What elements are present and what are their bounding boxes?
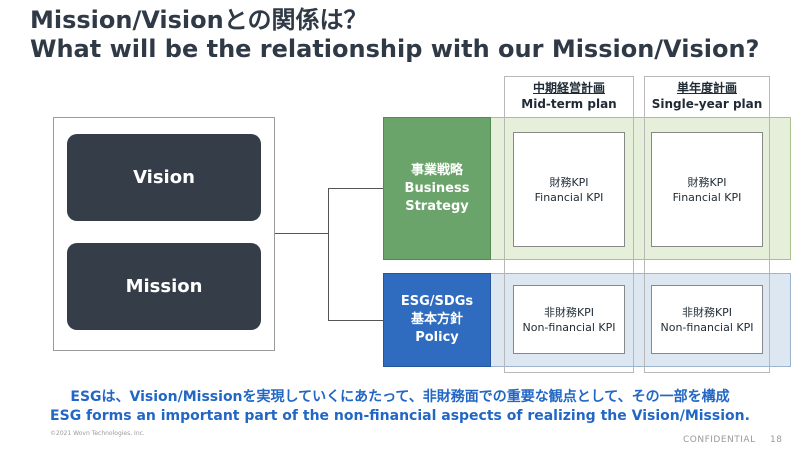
kpi-label-jp: 財務KPI xyxy=(549,175,589,189)
kpi-label-jp: 非財務KPI xyxy=(543,305,595,319)
kpi-label-jp: 財務KPI xyxy=(687,175,727,189)
non-financial-kpi-mid-term: 非財務KPI Non-financial KPI xyxy=(513,285,625,354)
connector-to-business xyxy=(328,188,383,189)
column-header-single-year: 単年度計画 Single-year plan xyxy=(644,80,770,112)
esg-policy-line1: ESG/SDGs xyxy=(400,294,474,309)
business-strategy-en1: Business xyxy=(404,180,470,196)
kpi-label-en: Financial KPI xyxy=(534,190,604,204)
kpi-label-en: Non-financial KPI xyxy=(660,320,754,334)
esg-policy-line3: Policy xyxy=(415,330,459,345)
business-strategy-en2: Strategy xyxy=(405,198,469,214)
financial-kpi-mid-term: 財務KPI Financial KPI xyxy=(513,132,625,247)
esg-policy-header: ESG/SDGs 基本方針 Policy xyxy=(383,273,491,367)
page-title: Mission/Visionとの関係は？ What will be the re… xyxy=(30,6,759,64)
column-header-jp: 単年度計画 xyxy=(676,81,737,95)
copyright: ©2021 Wovn Technologies, Inc. xyxy=(50,430,145,437)
confidential-label: CONFIDENTIAL xyxy=(683,435,756,445)
kpi-label-en: Financial KPI xyxy=(672,190,742,204)
kpi-label-en: Non-financial KPI xyxy=(522,320,616,334)
connector-main xyxy=(275,233,328,234)
column-frame-mid-term xyxy=(504,76,634,373)
column-frame-single-year xyxy=(644,76,770,373)
title-line-jp: Mission/Visionとの関係は？ xyxy=(30,6,368,34)
title-line-en: What will be the relationship with our M… xyxy=(30,35,760,63)
non-financial-kpi-single-year: 非財務KPI Non-financial KPI xyxy=(651,285,763,354)
business-strategy-header: 事業戦略 Business Strategy xyxy=(383,117,491,260)
summary-text-en: ESG forms an important part of the non-f… xyxy=(50,408,750,424)
column-header-en: Single-year plan xyxy=(651,97,763,111)
column-header-en: Mid-term plan xyxy=(521,97,617,111)
page-number: 18 xyxy=(770,435,783,445)
mission-label: Mission xyxy=(125,276,203,297)
column-header-jp: 中期経営計画 xyxy=(532,81,605,95)
business-strategy-jp: 事業戦略 xyxy=(410,162,463,178)
column-header-mid-term: 中期経営計画 Mid-term plan xyxy=(504,80,634,112)
financial-kpi-single-year: 財務KPI Financial KPI xyxy=(651,132,763,247)
mission-box: Mission xyxy=(67,243,261,330)
summary-text-jp: ESGは、Vision/Missionを実現していくにあたって、非財務面での重要… xyxy=(70,389,730,405)
connector-vertical xyxy=(328,188,329,320)
kpi-label-jp: 非財務KPI xyxy=(681,305,733,319)
vision-label: Vision xyxy=(133,167,195,188)
esg-policy-line2: 基本方針 xyxy=(410,312,463,327)
connector-to-esg xyxy=(328,320,383,321)
vision-box: Vision xyxy=(67,134,261,221)
